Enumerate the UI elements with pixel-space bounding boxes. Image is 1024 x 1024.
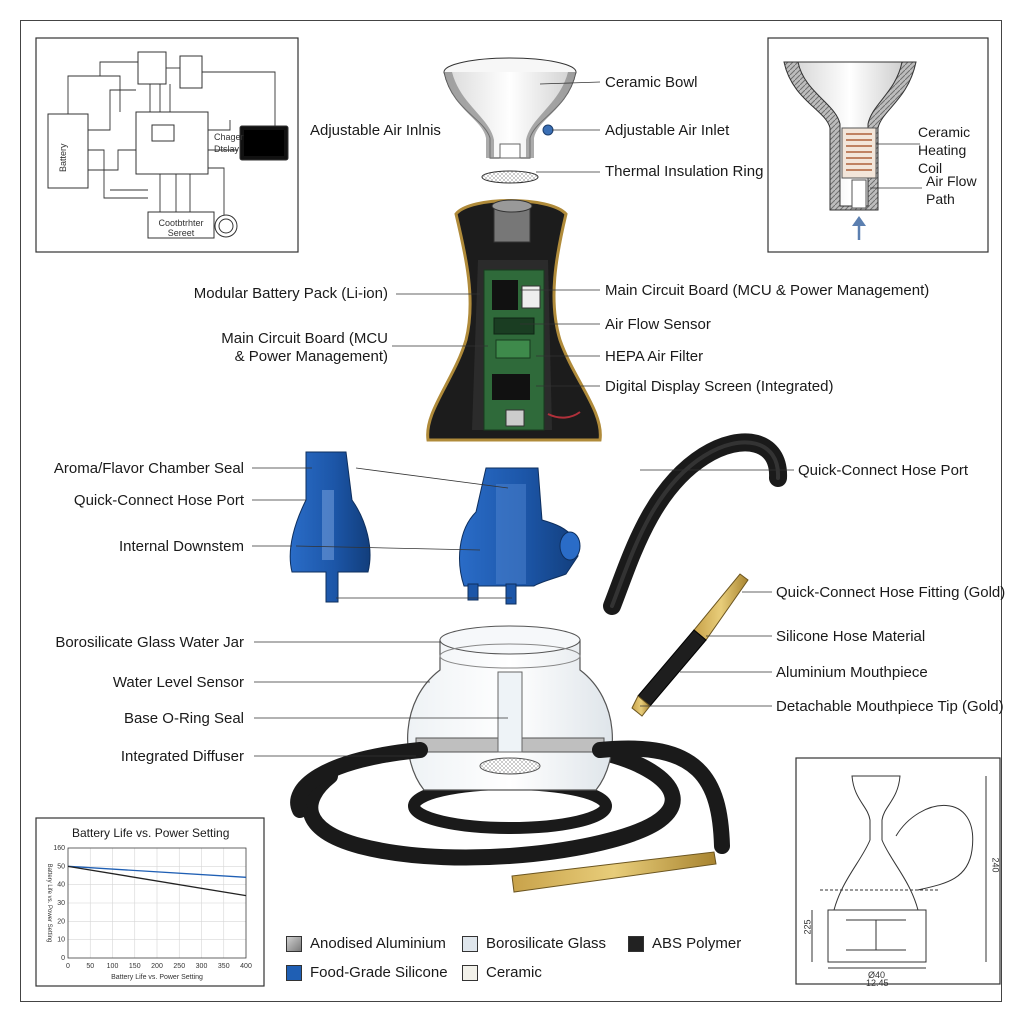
legend-swatch (628, 935, 644, 952)
legend-ceramic: Ceramic (462, 964, 542, 981)
label-internal-downstem: Internal Downstem (118, 538, 244, 555)
chart-y-tick-label: 20 (57, 918, 65, 925)
label-base-oring: Base O-Ring Seal (123, 710, 244, 727)
legend-label: Borosilicate Glass (486, 935, 607, 952)
chart-y-axis-label: Battery Life vs. Power Setting (46, 864, 52, 943)
chart-inset-frame (35, 817, 265, 987)
glass-water-jar (302, 625, 681, 866)
chart-y-tick-label: 50 (57, 863, 65, 870)
chart-x-tick-label: 250 (173, 963, 185, 970)
legend-borosilicate-glass: Borosilicate Glass (462, 935, 606, 952)
label-thermal-ring: Thermal Insulation Ring (605, 163, 764, 180)
chart-y-tick-label: 40 (57, 882, 65, 889)
chart-series-line-2 (67, 865, 247, 897)
label-hose-fitting: Quick-Connect Hose Fitting (Gold) (776, 584, 1006, 601)
label-aroma-seal: Aroma/Flavor Chamber Seal (53, 460, 244, 477)
schematic-display-label: Dtslay (214, 144, 240, 154)
schematic-battery-label: Battery (58, 143, 68, 172)
chart-x-tick-label: 0 (66, 963, 70, 970)
label-hose-port-right: Quick-Connect Hose Port (798, 462, 969, 479)
mouthpiece (631, 573, 749, 717)
label-digital-display: Digital Display Screen (Integrated) (605, 378, 834, 395)
dimension-side-b: 225 (802, 919, 813, 935)
label-battery-pack: Modular Battery Pack (Li-ion) (193, 285, 388, 302)
chart-title: Battery Life vs. Power Setting (72, 826, 230, 840)
main-body (426, 199, 602, 442)
legend-abs-polymer: ABS Polymer (628, 935, 741, 952)
chart-series-line-1 (67, 865, 247, 878)
legend-anodised-aluminium: Anodised Aluminium (286, 935, 446, 952)
chart-x-tick-label: 50 (86, 963, 94, 970)
label-silicone-hose: Silicone Hose Material (776, 628, 926, 645)
label-glass-jar: Borosilicate Glass Water Jar (55, 634, 244, 651)
legend-swatch (462, 964, 478, 981)
legend-food-grade-silicone: Food-Grade Silicone (286, 964, 448, 981)
label-water-level-sensor: Water Level Sensor (112, 674, 244, 691)
chart-plot-area (67, 847, 247, 959)
chart-x-tick-label: 400 (240, 963, 252, 970)
label-air-flow-sensor: Air Flow Sensor (605, 316, 711, 333)
controller-box (147, 211, 215, 239)
label-hepa-filter: HEPA Air Filter (605, 348, 704, 365)
chart-y-tick-label: 160 (53, 845, 65, 852)
chart-x-tick-label: 150 (129, 963, 141, 970)
battery-box (47, 113, 89, 189)
controller-chip-box (135, 111, 209, 175)
legend-label: Anodised Aluminium (310, 935, 446, 952)
legend-label: Food-Grade Silicone (310, 964, 448, 981)
chart-x-tick-label: 200 (151, 963, 163, 970)
dimension-width: Ø40 (868, 970, 886, 980)
schematic-controller-label: Cootbtrhter Sereet (158, 218, 204, 238)
leader-lines (252, 81, 794, 757)
label-main-circuit-board-right: Main Circuit Board (MCU & Power Manageme… (605, 282, 930, 299)
coil-label: Ceramic Heating Coil (918, 124, 971, 176)
label-integrated-diffuser: Integrated Diffuser (120, 748, 244, 765)
legend-label: Ceramic (486, 964, 542, 981)
legend-swatch (462, 935, 478, 952)
chart-y-tick-label: 10 (57, 937, 65, 944)
silicone-chamber-seal (289, 451, 371, 603)
battery-chart: 0 50 100 150 200 250 300 350 400 0 10 20 30 40 50 160Ba… (46, 845, 252, 981)
label-main-circuit-board-left: Main Circuit Board (MCU & Power Manageme… (221, 330, 388, 365)
chart-y-tick-label: 30 (57, 900, 65, 907)
label-aluminium-mouthpiece: Aluminium Mouthpiece (776, 664, 928, 681)
dimension-drawing (795, 757, 1001, 985)
label-adjustable-air-inlet-left: Adjustable Air Inlnis (310, 122, 441, 139)
ceramic-bowl (443, 57, 577, 184)
dimension-height: 12.45 (866, 978, 889, 988)
upper-hose (603, 433, 788, 615)
legend-swatch (286, 935, 302, 952)
schematic-inset (35, 37, 299, 253)
schematic-charger-label: Chager (214, 132, 244, 142)
label-hose-port-left: Quick-Connect Hose Port (73, 492, 244, 509)
label-mouthpiece-tip: Detachable Mouthpiece Tip (Gold) (776, 698, 1004, 715)
legend-label: ABS Polymer (652, 935, 742, 952)
legend-swatch (286, 964, 302, 981)
chart-y-tick-label: 0 (61, 955, 65, 962)
label-adjustable-air-inlet: Adjustable Air Inlet (605, 122, 730, 139)
chart-x-tick-label: 350 (218, 963, 230, 970)
bowl-section-inset (767, 37, 989, 253)
airflow-label: Air Flow Path (926, 173, 977, 207)
diagram-frame (20, 20, 1002, 1002)
lower-hose (290, 740, 730, 893)
chart-x-axis-label: Battery Life vs. Power Setting (111, 974, 203, 981)
silicone-downstem-housing (459, 467, 581, 605)
dimension-side-a: 240 (990, 857, 1001, 873)
label-ceramic-bowl: Ceramic Bowl (605, 74, 698, 91)
chart-x-tick-label: 100 (107, 963, 119, 970)
chart-x-tick-label: 300 (196, 963, 208, 970)
